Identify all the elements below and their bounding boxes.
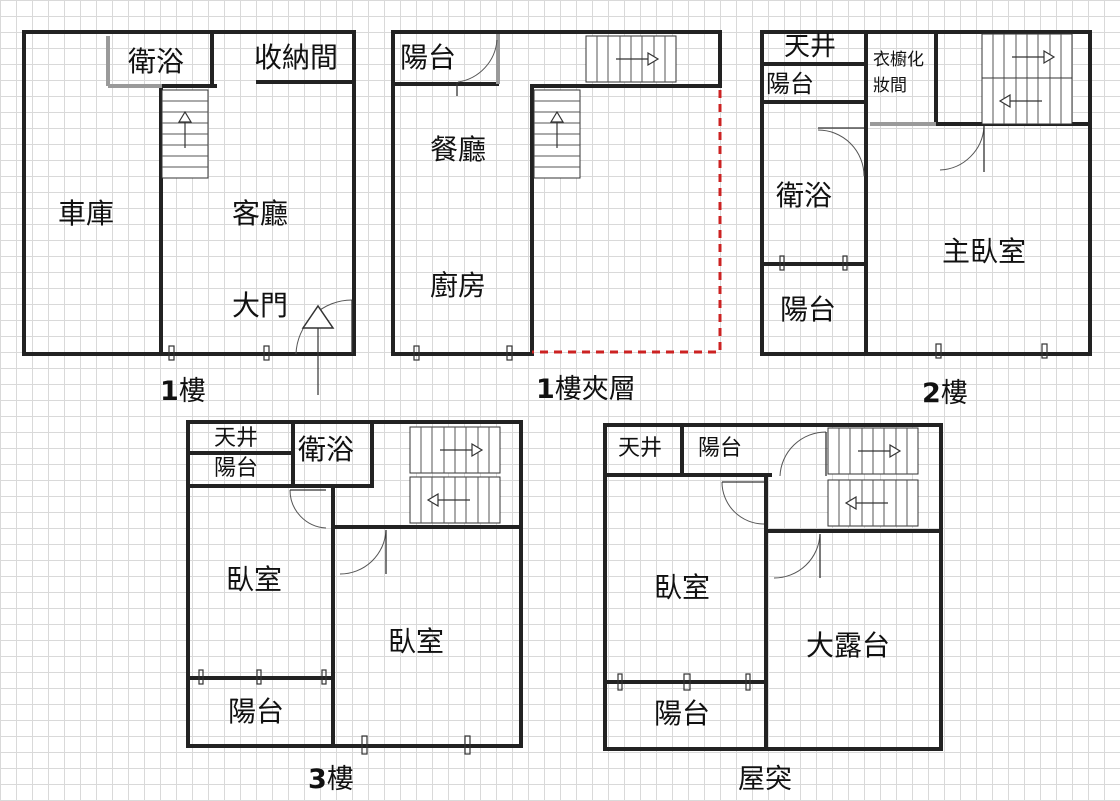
floor-label-2f: 2樓 [922,380,968,407]
floor-label-1f-mezzanine: 1樓夾層 [536,376,636,403]
room-label-balcony-top-3f: 陽台 [214,456,259,481]
room-label-bathroom: 衛浴 [128,45,185,78]
roof-plan [603,423,943,751]
floor-label-1fm-text: 樓夾層 [554,374,636,405]
floor-label-1f-number: 1 [160,376,179,407]
room-label-mezzanine-balcony: 陽台 [400,41,457,74]
room-label-bedroom-left-3f: 臥室 [226,563,283,596]
room-label-main-entrance: 大門 [232,289,289,322]
room-label-balcony-top-roof: 陽台 [698,436,743,461]
room-label-balcony-bottom-2f: 陽台 [780,293,837,326]
room-label-kitchen: 廚房 [430,269,487,302]
floor-label-2f-text: 樓 [940,378,968,409]
room-label-closet-dressing-2f-line2: 妝間 [873,76,907,96]
room-label-storage: 收納間 [254,41,339,74]
floor-1-mezzanine-plan [391,30,722,361]
floor-label-1f-text: 樓 [178,376,206,407]
room-label-terrace: 大露台 [806,629,891,662]
room-label-balcony-bottom-roof: 陽台 [654,697,711,730]
room-label-bedroom-roof: 臥室 [654,571,711,604]
floor-1-plan [22,30,356,395]
room-label-closet-dressing-2f-line1: 衣櫥化 [873,50,924,70]
floor-label-1f: 1樓 [160,378,206,405]
floor-2-plan [760,30,1092,359]
room-label-balcony-bottom-3f: 陽台 [228,695,285,728]
room-label-bathroom-3f: 衛浴 [298,433,355,466]
room-label-light-well-3f: 天井 [214,426,259,451]
room-label-living-room: 客廳 [232,197,289,230]
floor-3-plan [186,420,523,755]
room-label-bedroom-right-3f: 臥室 [388,625,445,658]
room-label-light-well-2f: 天井 [784,32,837,62]
room-label-master-bedroom: 主臥室 [942,235,1027,268]
floor-label-3f: 3樓 [308,766,354,793]
room-label-balcony-top-2f: 陽台 [766,70,814,98]
floor-label-2f-number: 2 [922,378,941,409]
floor-label-roof: 屋突 [738,764,792,795]
room-label-garage: 車庫 [58,197,115,230]
room-label-bathroom-2f: 衛浴 [776,179,833,212]
floor-label-1fm-number: 1 [536,374,555,405]
room-label-light-well-roof: 天井 [618,436,663,461]
floor-label-3f-text: 樓 [326,764,354,795]
floor-label-3f-number: 3 [308,764,327,795]
room-label-dining-room: 餐廳 [430,133,487,166]
